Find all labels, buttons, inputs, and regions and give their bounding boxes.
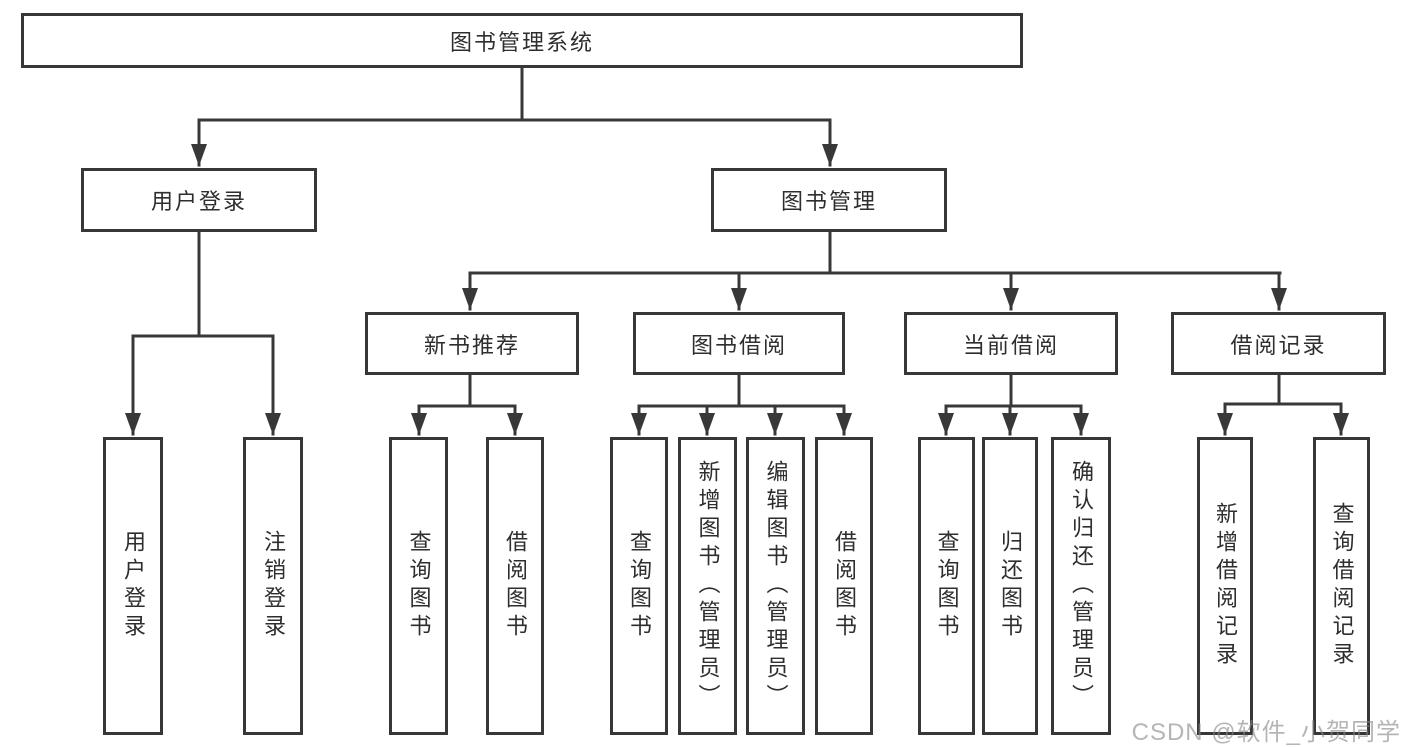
- node-root-system: 图书管理系统: [21, 13, 1023, 68]
- leaf-borrow-edit-books-admin: 编辑图书（管理员）: [746, 437, 805, 735]
- leaf-borrow-add-books-admin: 新增图书（管理员）: [678, 437, 737, 735]
- leaf-newbook-query-books: 查询图书: [389, 437, 448, 735]
- node-borrow-records: 借阅记录: [1171, 312, 1386, 375]
- leaf-records-add-borrow-record: 新增借阅记录: [1197, 437, 1253, 735]
- node-book-management: 图书管理: [711, 168, 947, 232]
- node-new-book-recommend: 新书推荐: [365, 312, 579, 375]
- node-current-borrow: 当前借阅: [904, 312, 1118, 375]
- leaf-user-login: 用户登录: [103, 437, 163, 735]
- node-user-login: 用户登录: [81, 168, 317, 232]
- leaf-current-query-books: 查询图书: [918, 437, 975, 735]
- leaf-newbook-borrow-books: 借阅图书: [486, 437, 544, 735]
- leaf-logout: 注销登录: [243, 437, 303, 735]
- leaf-records-query-borrow-record: 查询借阅记录: [1313, 437, 1370, 735]
- node-book-borrow: 图书借阅: [633, 312, 845, 375]
- leaf-borrow-query-books: 查询图书: [610, 437, 668, 735]
- leaf-current-return-books: 归还图书: [982, 437, 1038, 735]
- leaf-current-confirm-return-admin: 确认归还（管理员）: [1051, 437, 1111, 735]
- csdn-watermark: CSDN @软件_小贺同学: [1131, 719, 1401, 746]
- leaf-borrow-borrow-books: 借阅图书: [815, 437, 873, 735]
